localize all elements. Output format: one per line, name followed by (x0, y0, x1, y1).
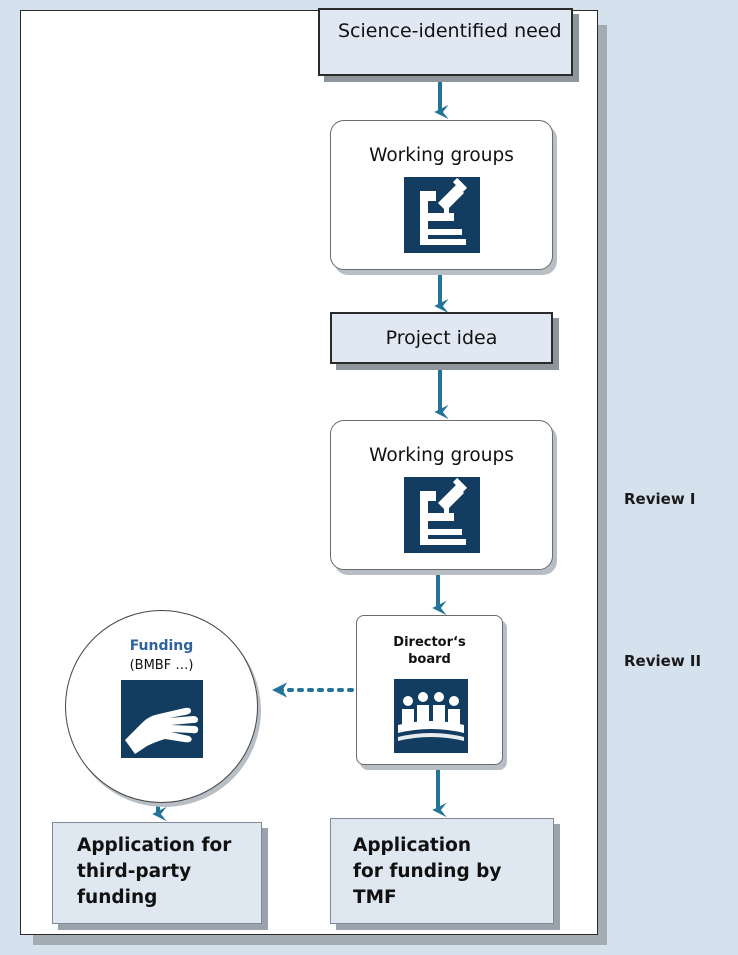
review-1-label: Review I (624, 490, 696, 508)
application-tmf-box: Application for funding by TMF (330, 818, 554, 924)
funding-subtitle: (BMBF …) (129, 658, 194, 673)
directors-board-label: Director‘s board (357, 634, 502, 668)
working-groups-label-1: Working groups (369, 145, 514, 166)
directors-board-text: Director‘s board (393, 635, 466, 667)
directors-board-card: Director‘s board (356, 615, 503, 765)
working-groups-card-2: Working groups (330, 420, 553, 570)
microscope-icon (404, 477, 480, 553)
application-third-party-label: Application for third-party funding (77, 835, 232, 908)
review-2-label: Review II (624, 652, 702, 670)
science-need-box: Science-identified need (318, 8, 573, 76)
hand-icon (121, 680, 203, 758)
meeting-icon (394, 679, 468, 753)
application-tmf-label: Application for funding by TMF (353, 835, 502, 908)
application-third-party-box: Application for third-party funding (52, 822, 262, 924)
project-idea-box: Project idea (330, 312, 553, 364)
working-groups-label-2: Working groups (369, 445, 514, 466)
working-groups-card-1: Working groups (330, 120, 553, 270)
microscope-icon (404, 177, 480, 253)
funding-circle: Funding (BMBF …) (65, 610, 258, 803)
project-idea-label: Project idea (385, 327, 498, 349)
science-need-label: Science-identified need (338, 20, 562, 42)
funding-title: Funding (129, 638, 194, 654)
